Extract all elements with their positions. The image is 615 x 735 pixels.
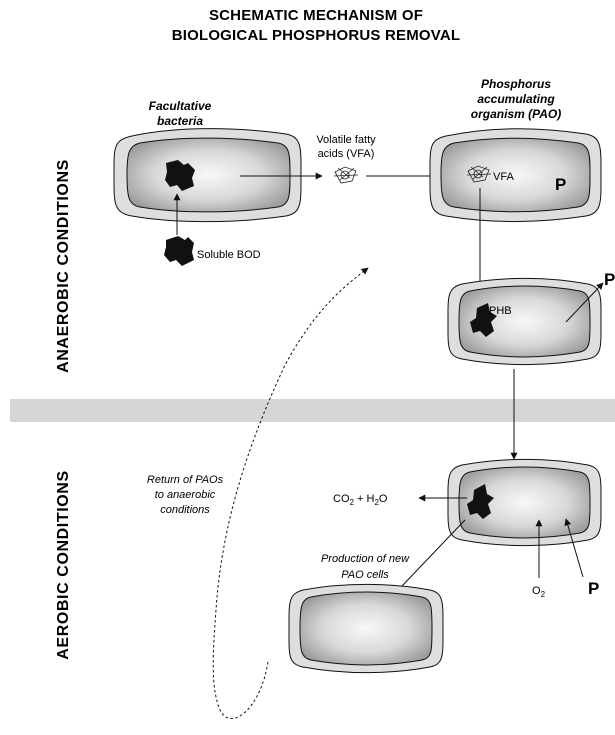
- pao-vfa-label: VFA: [493, 171, 514, 183]
- p-release-arrow: [565, 282, 604, 323]
- anaerobic-zone-label: ANAEROBIC CONDITIONS: [55, 159, 72, 373]
- return-to-anaerobic-arrow: [212, 267, 369, 719]
- vfa-molecule-icon: [333, 166, 359, 184]
- pao-label-line1: Phosphorus: [481, 77, 551, 91]
- phb-granule-aerobic: [467, 484, 494, 519]
- vfa-label-line1: Volatile fatty: [316, 134, 376, 146]
- new-pao-cell: [288, 583, 444, 674]
- facultative-label-line2: bacteria: [157, 114, 203, 128]
- pao-stored-p-label: P: [555, 175, 566, 194]
- pao-cell-vfa: [429, 128, 602, 223]
- return-label-line1: Return of PAOs: [147, 474, 224, 486]
- p-uptake-label: P: [588, 579, 599, 598]
- phb-granule: [470, 303, 497, 337]
- released-p-label: P: [604, 270, 615, 289]
- aerobic-zone-label: AEROBIC CONDITIONS: [55, 470, 72, 659]
- pao-cell-aerobic: [447, 458, 602, 547]
- phb-label: PHB: [489, 305, 512, 317]
- o2-label: O2: [532, 585, 546, 599]
- diagram-title-line2: BIOLOGICAL PHOSPHORUS REMOVAL: [172, 27, 461, 44]
- zone-divider: [10, 399, 615, 422]
- soluble-bod-label: Soluble BOD: [197, 249, 261, 261]
- production-label-line1: Production of new: [321, 553, 410, 565]
- soluble-bod-blob: [164, 236, 194, 266]
- facultative-bacteria-cell: [113, 128, 302, 223]
- return-label-line3: conditions: [160, 504, 210, 516]
- pao-cell-phb: [447, 277, 602, 366]
- vfa-in-pao-icon: [466, 165, 492, 183]
- pao-label-line3: organism (PAO): [471, 107, 561, 121]
- facultative-label-line1: Facultative: [149, 99, 212, 113]
- co2-h2o-label: CO2 + H2O: [333, 493, 388, 507]
- return-label-line2: to anaerobic: [155, 489, 216, 501]
- diagram-title-line1: SCHEMATIC MECHANISM OF: [209, 7, 423, 24]
- vfa-label-line2: acids (VFA): [318, 148, 375, 160]
- pao-label-line2: accumulating: [477, 92, 555, 106]
- production-label-line2: PAO cells: [341, 569, 389, 581]
- p-uptake-arrow: [564, 518, 584, 578]
- absorbed-bod-blob: [165, 160, 195, 191]
